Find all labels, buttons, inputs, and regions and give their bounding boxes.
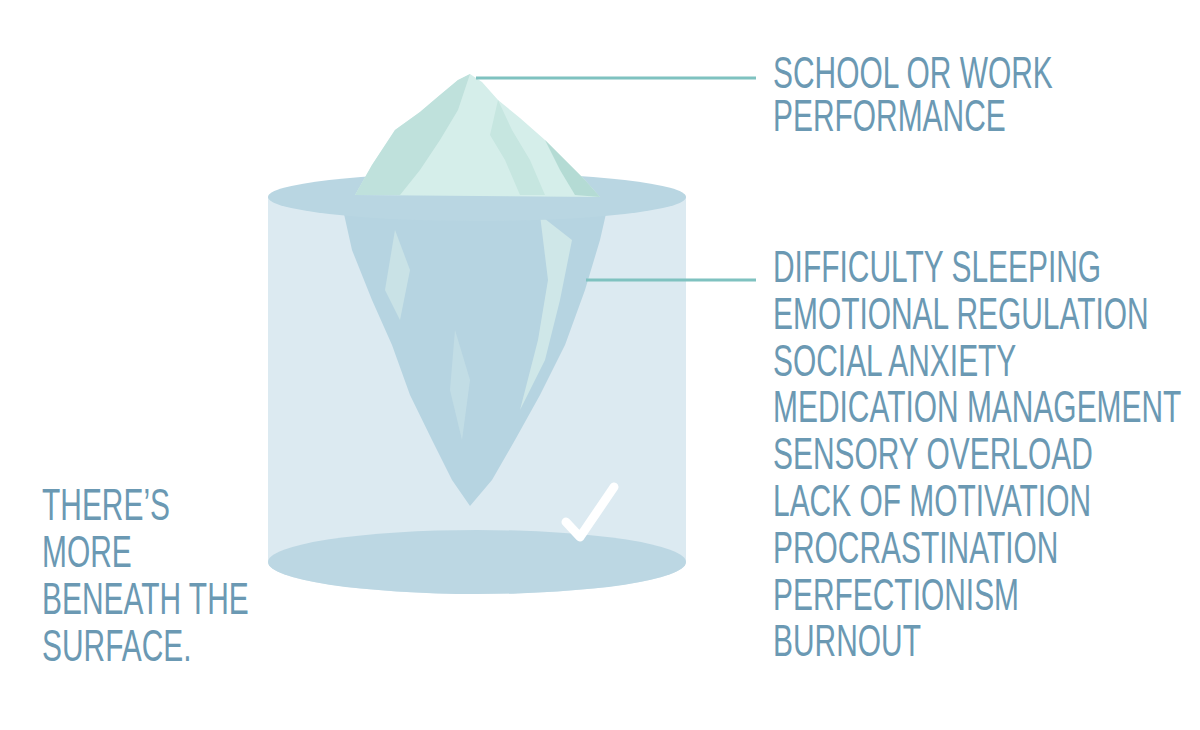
surface-label: SCHOOL OR WORK PERFORMANCE [773, 51, 1055, 137]
hidden-issue-item: BURNOUT [773, 617, 921, 664]
hidden-issue-item: PROCRASTINATION [773, 524, 1058, 571]
hidden-issue-item: PERFECTIONISM [773, 571, 1019, 618]
submerged-ice [342, 205, 608, 506]
submerged-ice-light [520, 215, 572, 410]
submerged-ice-light [450, 330, 470, 440]
check-mark [566, 487, 614, 537]
ice-tip [355, 74, 600, 197]
ice-tip-shade [545, 140, 600, 197]
water-cylinder [268, 197, 686, 594]
hidden-issue-item: SENSORY OVERLOAD [773, 430, 1093, 477]
submerged-ice-light [385, 230, 410, 320]
leader-line [476, 77, 756, 80]
ice-tip-shade [490, 100, 545, 195]
ice-tip-shade [355, 74, 470, 195]
hidden-issue-item: DIFFICULTY SLEEPING [773, 243, 1101, 290]
hidden-issue-item: EMOTIONAL REGULATION [773, 290, 1149, 337]
hidden-issue-item: LACK OF MOTIVATION [773, 477, 1091, 524]
hidden-issue-item: SOCIAL ANXIETY [773, 337, 1016, 384]
leader-line [586, 279, 756, 282]
cylinder-bottom [268, 530, 686, 594]
tagline-text: THERE’S MORE BENEATH THE SURFACE. [42, 481, 250, 669]
hidden-issue-item: MEDICATION MANAGEMENT [773, 383, 1181, 430]
